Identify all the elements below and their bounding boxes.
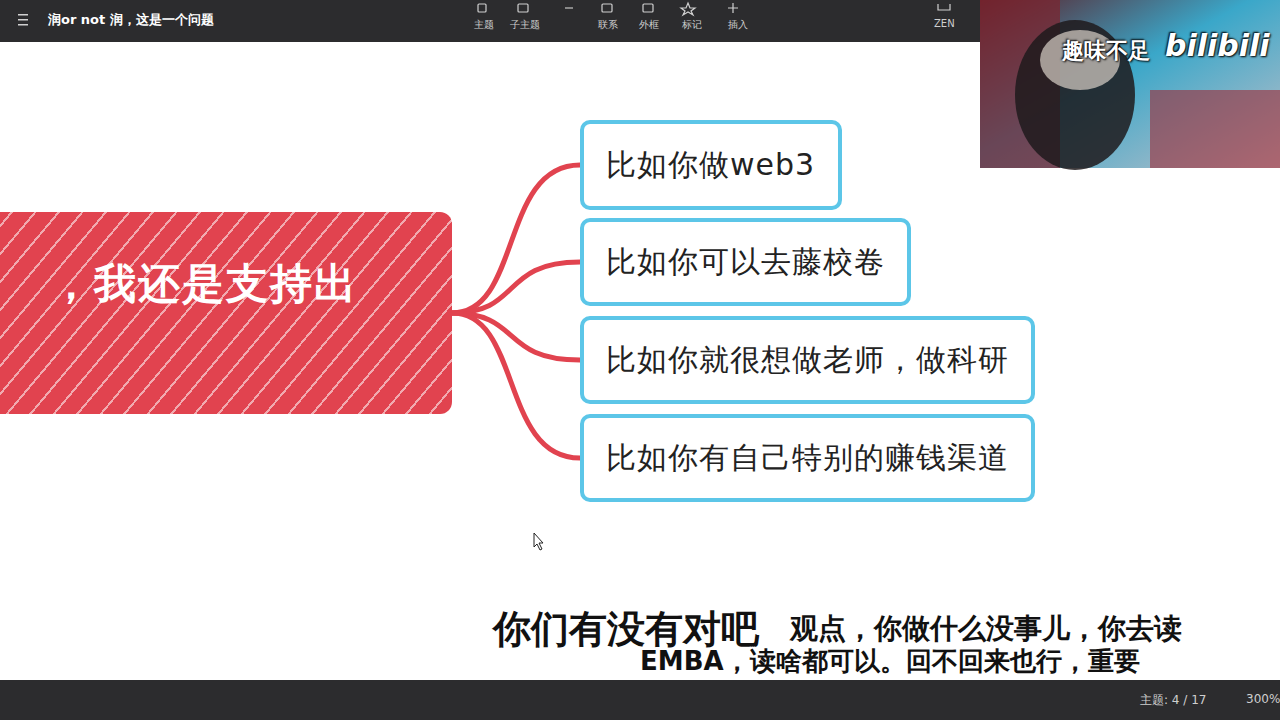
toolbar-label: 插入 [728, 18, 748, 32]
central-topic: ，我还是支持出 [0, 212, 452, 414]
status-text: 主题: 4 / 17 [1140, 692, 1206, 709]
branch-line [452, 313, 580, 458]
toolbar-label: 联系 [598, 18, 618, 32]
branch-line [452, 165, 580, 313]
branch-line [452, 262, 580, 313]
watermark: bilibili [1165, 28, 1270, 63]
topic-text: ，我还是支持出 [50, 256, 358, 312]
toolbar-label: 子主题 [510, 18, 540, 32]
subtopic-text: 比如你做web3 [606, 145, 815, 186]
subtitle: EMBA，读啥都可以。回不回来也行，重要 [640, 644, 1140, 679]
status-bar [0, 680, 1280, 720]
subtopic-box: 比如你有自己特别的赚钱渠道 [580, 414, 1035, 502]
toolbar-label: 主题 [474, 18, 494, 32]
subtopic-box: 比如你就很想做老师，做科研 [580, 316, 1035, 404]
toolbar-label: 外框 [639, 18, 659, 32]
subtopic-text: 比如你可以去藤校卷 [606, 242, 885, 283]
toolbar-label: 标记 [682, 18, 702, 32]
subtopic-box: 比如你可以去藤校卷 [580, 218, 911, 306]
subtopic-box: 比如你做web3 [580, 120, 842, 210]
subtitle: 观点，你做什么没事儿，你去读 [790, 610, 1182, 648]
document-title: 润or not 润，这是一个问题 [48, 11, 214, 29]
webcam-overlay [980, 0, 1280, 170]
toolbar-label: ZEN [934, 18, 955, 29]
subtopic-text: 比如你有自己特别的赚钱渠道 [606, 438, 1009, 479]
overlay-text: 趣味不足 [1062, 36, 1150, 66]
mouse-cursor [534, 533, 543, 550]
status-text: 300% [1246, 692, 1280, 706]
subtopic-text: 比如你就很想做老师，做科研 [606, 340, 1009, 381]
